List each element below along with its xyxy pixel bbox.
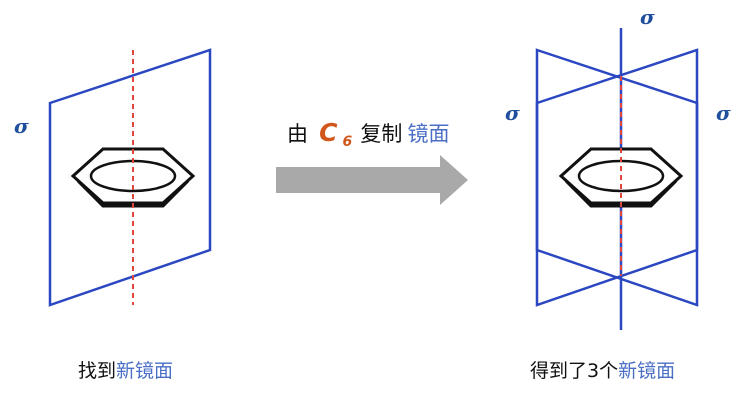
sigma-label: σ <box>14 114 29 138</box>
transform-arrow: 由 C 6 复制 镜面 <box>276 118 468 205</box>
right-panel: σ σ σ <box>505 5 731 330</box>
sigma-label-left: σ <box>505 101 520 125</box>
arrow-shape <box>276 155 468 205</box>
sigma-label-right: σ <box>716 101 731 125</box>
sigma-label-top: σ <box>640 5 655 29</box>
mirror-plane <box>48 48 212 307</box>
left-panel: σ <box>14 48 212 307</box>
mirror-plane-2 <box>535 48 699 307</box>
left-caption: 找到新镜面 <box>78 360 173 382</box>
arrow-label: 由 C 6 复制 镜面 <box>287 118 449 150</box>
right-caption: 得到了3个新镜面 <box>530 360 675 382</box>
